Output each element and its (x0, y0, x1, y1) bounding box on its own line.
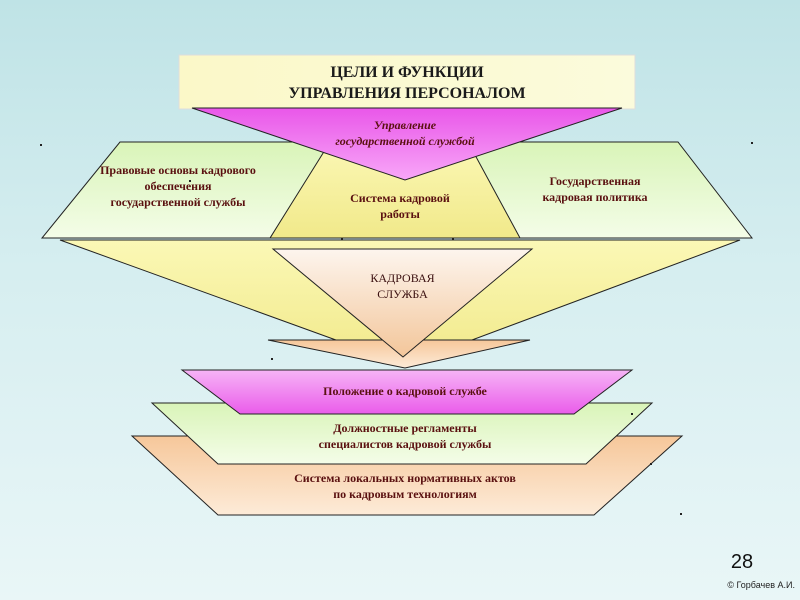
dot-marker (452, 238, 454, 240)
left-block-shape (40, 141, 331, 239)
base-layer-3-label: Система локальных нормативных актов по к… (294, 471, 516, 501)
right-block-label: Государственная кадровая политика (542, 174, 648, 204)
top-triangle-shape (191, 107, 623, 181)
hr-service-label: КАДРОВАЯ СЛУЖБА (370, 271, 435, 301)
dot-marker (271, 358, 273, 360)
title-line-1: ЦЕЛИ И ФУНКЦИИ (330, 64, 484, 81)
base-layer-2-label: Должностные регламенты специалистов кадр… (318, 421, 492, 451)
base-layer-1-shape (180, 369, 634, 415)
top-triangle-label: Управление государственной службой (335, 118, 475, 148)
dot-marker (341, 238, 343, 240)
page-number: 28 (730, 551, 754, 573)
left-block-label: Правовые основы кадрового обеспечения го… (100, 163, 256, 209)
base-layer-1-label: Положение о кадровой службе (323, 384, 487, 398)
dot-marker (650, 463, 652, 465)
dot-marker (40, 144, 42, 146)
center-block-label: Система кадровой работы (350, 191, 450, 221)
copyright-text: © Горбачев А.И. (727, 580, 795, 590)
dot-marker (189, 180, 191, 182)
title-box-shape (178, 54, 636, 110)
dot-marker (751, 142, 753, 144)
hr-service-shape (271, 248, 534, 358)
right-block-shape (467, 141, 754, 239)
dot-marker (680, 513, 682, 515)
dot-marker (631, 413, 633, 415)
title-line-2: УПРАВЛЕНИЯ ПЕРСОНАЛОМ (288, 85, 526, 102)
